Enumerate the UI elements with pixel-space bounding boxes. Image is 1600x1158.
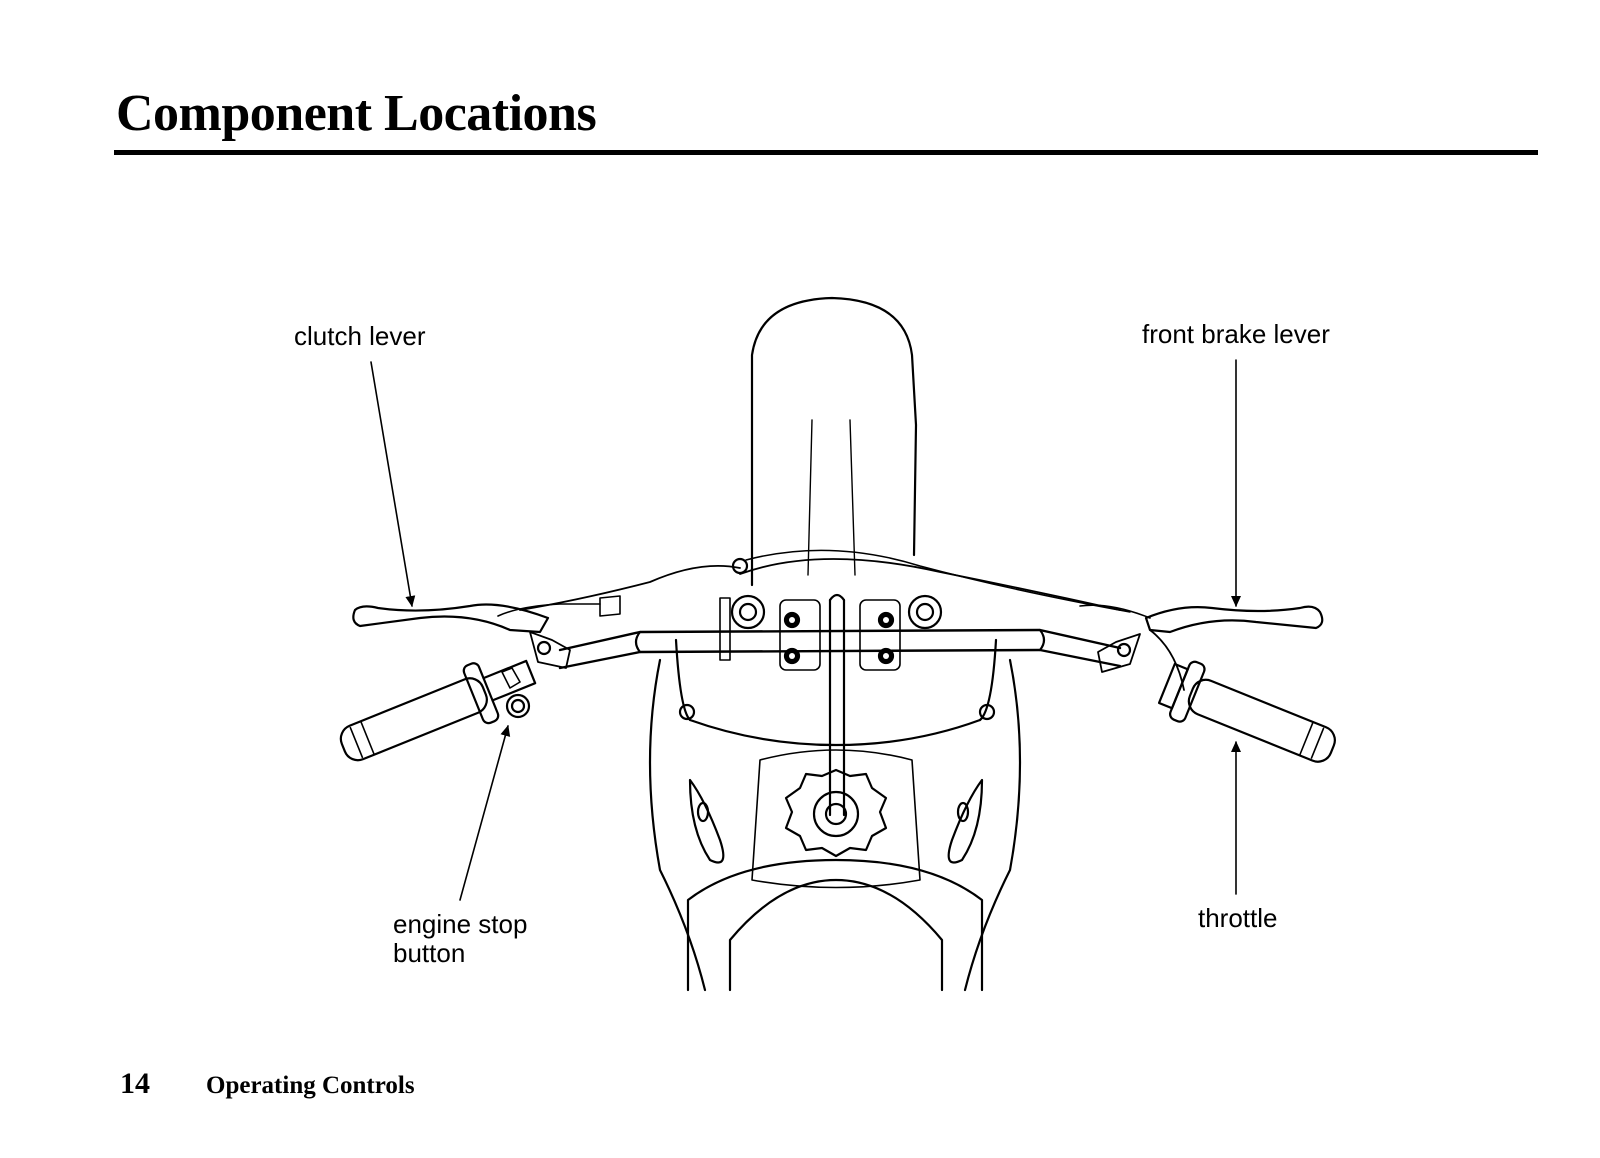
engine-stop-button-drawing	[505, 693, 531, 719]
title-rule	[114, 150, 1538, 155]
left-grip	[339, 659, 537, 762]
callout-engine-stop-button: engine stop button	[393, 909, 528, 968]
number-plate	[750, 296, 918, 587]
leader-engine-stop-button	[459, 725, 511, 901]
fuel-tank-cowl	[648, 658, 707, 992]
throttle-grip	[1157, 660, 1336, 763]
callout-front-brake-lever: front brake lever	[1142, 319, 1330, 349]
leader-clutch-lever	[370, 361, 416, 607]
callout-clutch-lever: clutch lever	[294, 321, 426, 351]
callout-throttle: throttle	[1198, 903, 1278, 933]
front-brake-lever-drawing	[1144, 605, 1324, 634]
cables	[519, 565, 741, 611]
section-title: Operating Controls	[206, 1072, 415, 1099]
page-number: 14	[120, 1067, 150, 1100]
handlebar	[558, 628, 1122, 652]
fuel-cap	[784, 768, 888, 858]
page-title: Component Locations	[116, 85, 597, 142]
handlebar-clamps	[783, 611, 895, 665]
